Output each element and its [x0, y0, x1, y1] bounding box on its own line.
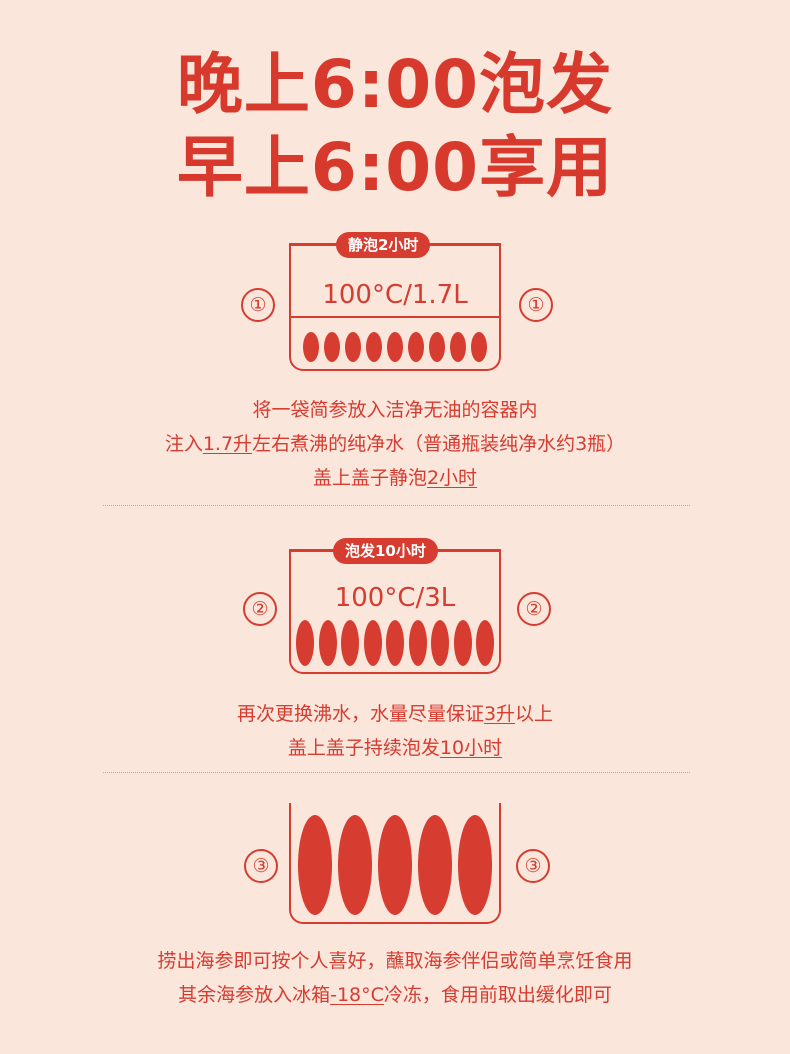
sea-cucumber-icon: [363, 620, 382, 666]
desc-line: 注入1.7升左右煮沸的纯净水（普通瓶装纯净水约3瓶）: [0, 427, 790, 461]
desc-text: 盖上盖子静泡: [312, 467, 427, 489]
step-3-description: 捞出海参即可按个人喜好，蘸取海参伴侣或简单烹饪食用 其余海参放入冰箱-18°C冷…: [0, 944, 790, 1012]
sea-cucumber-icon: [345, 332, 361, 362]
pot-1: [289, 243, 501, 371]
step-1-number-right: ①: [519, 288, 553, 322]
desc-highlight: 1.7升: [202, 433, 253, 455]
desc-line: 捞出海参即可按个人喜好，蘸取海参伴侣或简单烹饪食用: [0, 944, 790, 978]
desc-text: 其余海参放入冰箱: [178, 984, 331, 1006]
desc-line: 再次更换沸水，水量尽量保证3升以上: [0, 697, 790, 731]
sea-cucumber-icon: [318, 620, 337, 666]
divider: [103, 505, 690, 506]
desc-line: 其余海参放入冰箱-18°C冷冻，食用前取出缓化即可: [0, 978, 790, 1012]
sea-cucumber-icon: [418, 815, 452, 915]
sea-cucumber-icon: [450, 332, 466, 362]
sea-cucumber-icon: [378, 815, 412, 915]
step-2-number-right: ②: [517, 592, 551, 626]
desc-text: 再次更换沸水，水量尽量保证: [236, 703, 484, 725]
desc-text: 注入: [164, 433, 203, 455]
desc-line: 盖上盖子静泡2小时: [0, 461, 790, 495]
sea-cucumber-icon: [387, 332, 403, 362]
desc-text: 将一袋简参放入洁净无油的容器内: [252, 399, 538, 421]
sea-cucumber-icon: [408, 620, 427, 666]
sea-cucumber-icon: [458, 815, 492, 915]
desc-text: 盖上盖子持续泡发: [287, 737, 440, 759]
desc-text: 左右煮沸的纯净水（普通瓶装纯净水约3瓶）: [252, 433, 626, 455]
step-2-number-left: ②: [243, 592, 277, 626]
step-3-number-left: ③: [244, 849, 278, 883]
step-1-badge: 静泡2小时: [336, 232, 431, 258]
water-line: [289, 316, 501, 318]
step-2-temperature: 100°C/3L: [334, 583, 456, 613]
sea-cucumber-icon: [453, 620, 472, 666]
sea-cucumber-icon: [296, 620, 314, 666]
sea-cucumber-icon: [471, 332, 487, 362]
step-1-number-left: ①: [241, 288, 275, 322]
sea-cucumber-icon: [386, 620, 404, 666]
sea-cucumber-icon: [366, 332, 382, 362]
sea-cucumber-icon: [476, 620, 494, 666]
sea-cucumber-icon: [324, 332, 340, 362]
desc-highlight: -18°C: [330, 984, 384, 1006]
sea-cucumber-icon: [341, 620, 359, 666]
sea-cucumber-icon: [303, 332, 319, 362]
pot-2: [289, 549, 501, 674]
step-3-number-right: ③: [516, 849, 550, 883]
step-1-description: 将一袋简参放入洁净无油的容器内 注入1.7升左右煮沸的纯净水（普通瓶装纯净水约3…: [0, 393, 790, 495]
desc-text: 以上: [515, 703, 554, 725]
sea-cucumber-icon: [429, 332, 445, 362]
desc-line: 盖上盖子持续泡发10小时: [0, 731, 790, 765]
step-1-temperature: 100°C/1.7L: [322, 280, 468, 310]
pot-3: [289, 803, 501, 924]
step-2-description: 再次更换沸水，水量尽量保证3升以上 盖上盖子持续泡发10小时: [0, 697, 790, 765]
sea-cucumber-icon: [338, 815, 372, 915]
sea-cucumber-row-3: [298, 815, 492, 915]
desc-highlight: 2小时: [426, 467, 478, 489]
sea-cucumber-icon: [431, 620, 449, 666]
sea-cucumber-row-2: [296, 620, 494, 666]
divider: [103, 772, 690, 773]
desc-highlight: 10小时: [439, 737, 503, 759]
step-2-badge: 泡发10小时: [333, 538, 438, 564]
title-line-1: 晚上6:00泡发: [176, 46, 614, 123]
sea-cucumber-icon: [408, 332, 424, 362]
desc-text: 冷冻，食用前取出缓化即可: [383, 984, 612, 1006]
desc-highlight: 3升: [483, 703, 516, 725]
desc-text: 捞出海参即可按个人喜好，蘸取海参伴侣或简单烹饪食用: [157, 950, 633, 972]
sea-cucumber-row-1: [303, 332, 487, 362]
desc-line: 将一袋简参放入洁净无油的容器内: [0, 393, 790, 427]
sea-cucumber-icon: [298, 815, 332, 915]
title-line-2: 早上6:00享用: [176, 129, 614, 206]
